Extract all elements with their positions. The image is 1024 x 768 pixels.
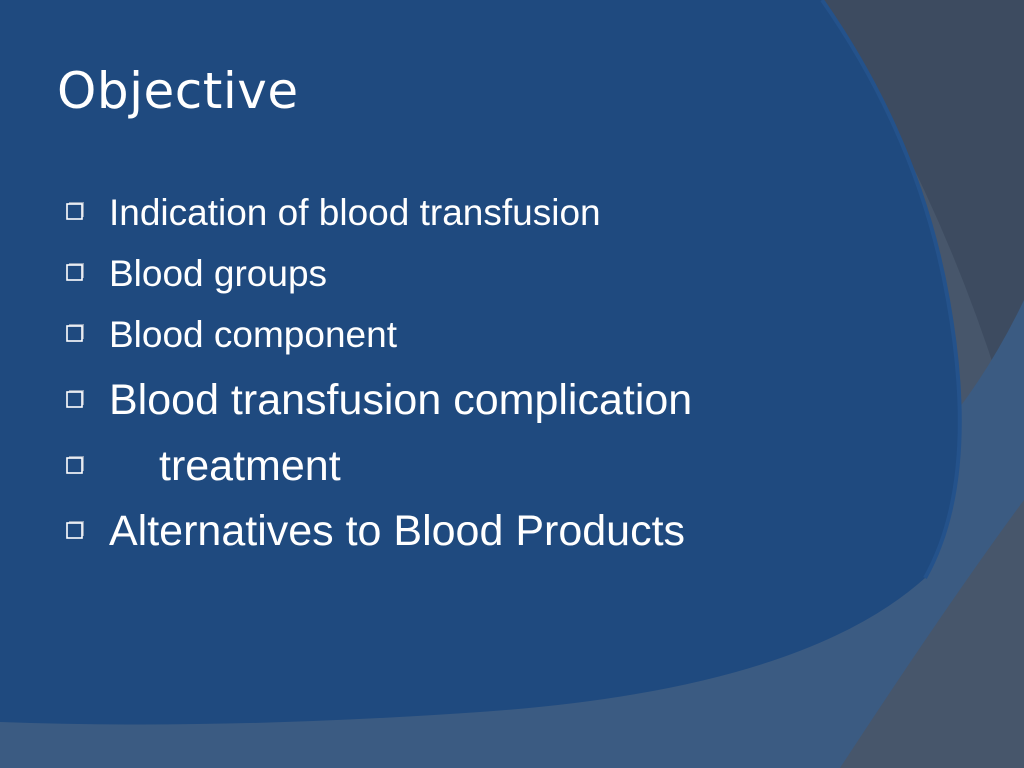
background-right-wedge bbox=[820, 0, 1024, 470]
checkbox-bullet-icon bbox=[66, 202, 84, 220]
slide-title: Objective bbox=[57, 62, 299, 120]
bullet-text: Indication of blood transfusion bbox=[109, 192, 601, 233]
bullet-text: treatment bbox=[159, 442, 341, 490]
checkbox-bullet-icon bbox=[66, 456, 84, 474]
checkbox-bullet-icon bbox=[66, 263, 84, 281]
bullet-text: Blood component bbox=[109, 314, 397, 355]
bullet-text: Blood groups bbox=[109, 253, 328, 294]
bullet-text: Alternatives to Blood Products bbox=[109, 507, 686, 555]
background-panel-edge bbox=[820, 0, 962, 579]
background-blue-panel bbox=[0, 0, 960, 725]
checkbox-bullet-icon bbox=[66, 521, 84, 539]
checkbox-bullet-icon bbox=[66, 390, 84, 408]
checkbox-bullet-icon bbox=[66, 324, 84, 342]
bullet-text: Blood transfusion complication bbox=[109, 376, 693, 424]
